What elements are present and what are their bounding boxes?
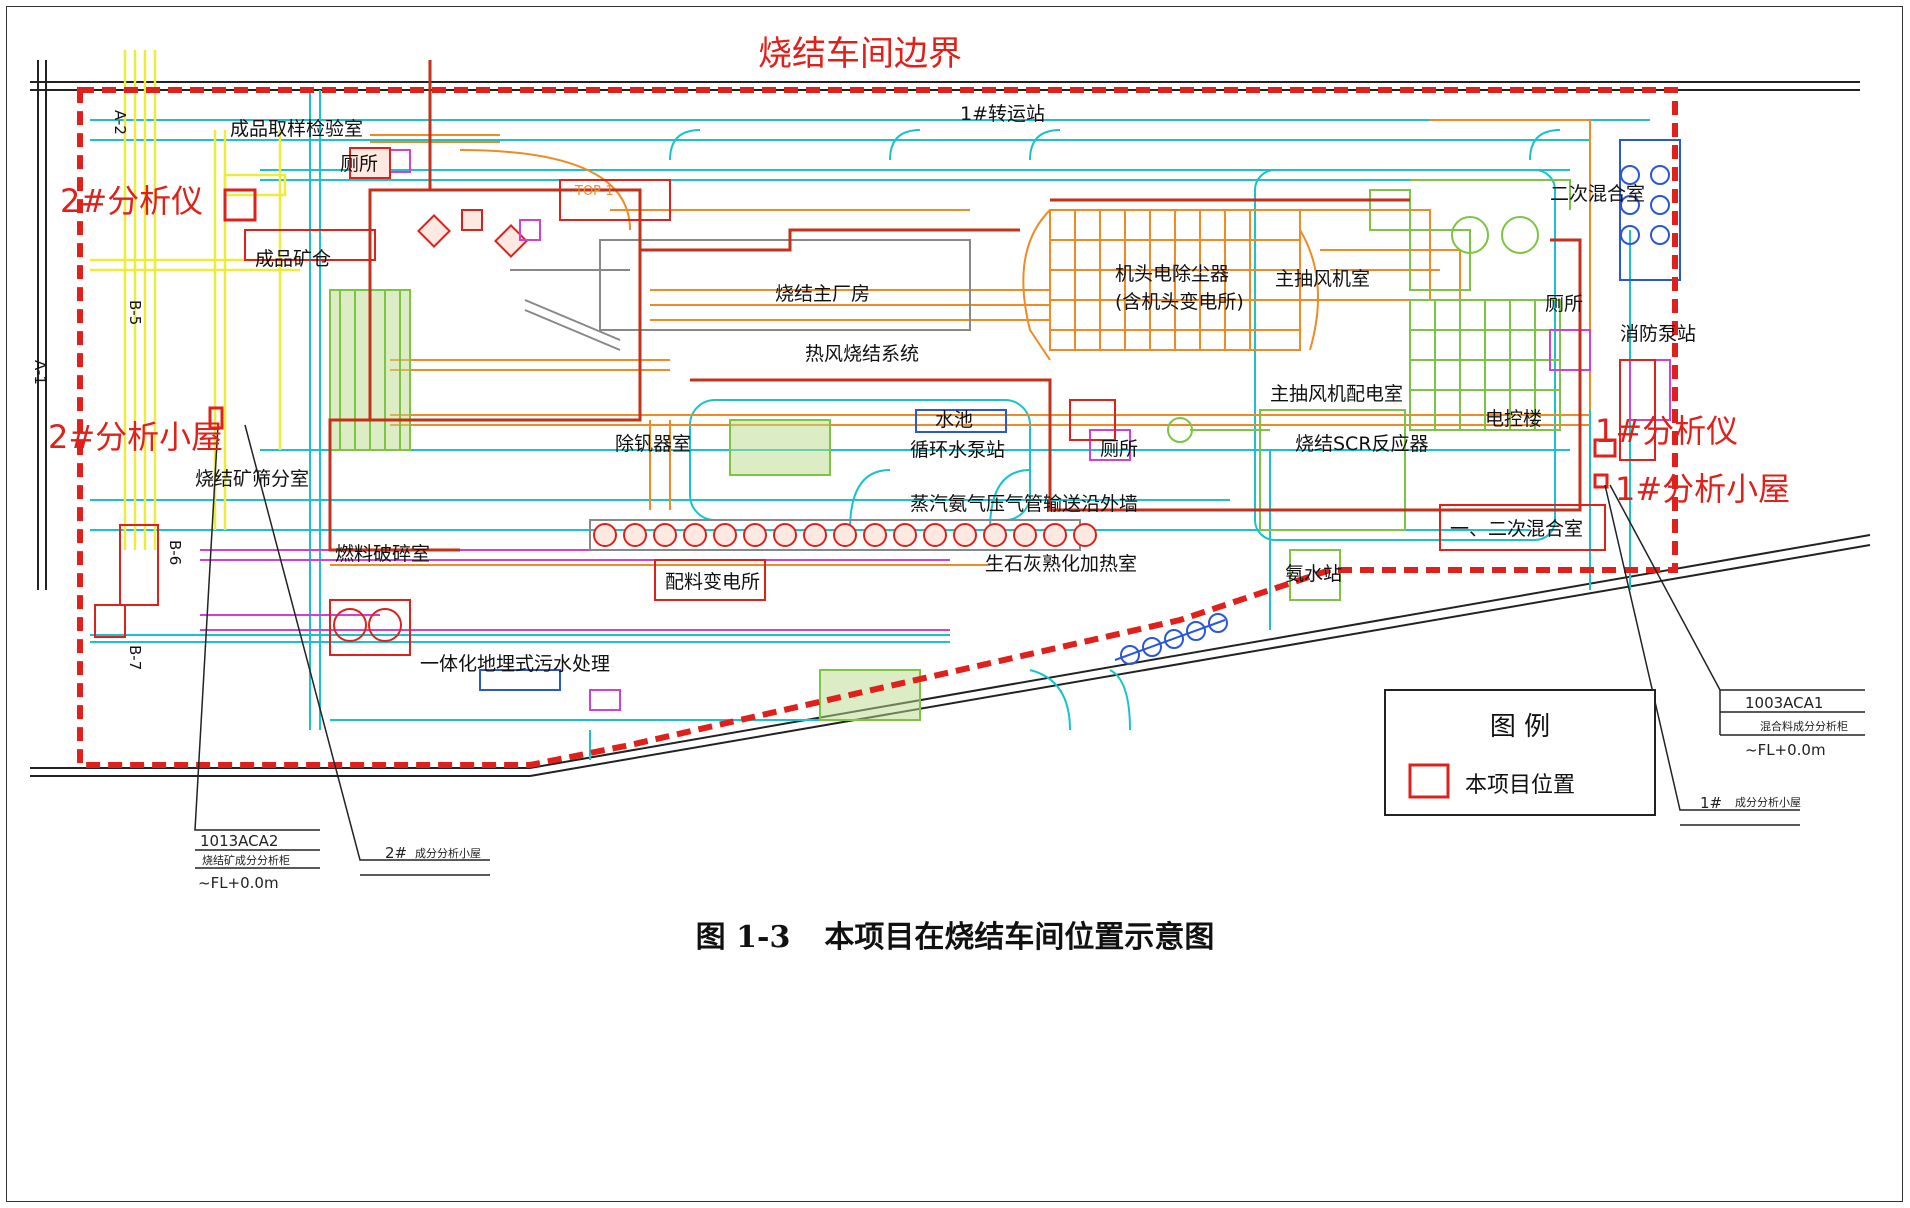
axis-label-a2: A-2	[111, 110, 129, 135]
label-esp: 机头电除尘器	[1115, 263, 1229, 285]
label-toilet-1: 厕所	[340, 153, 378, 175]
label-toilet-3: 厕所	[1100, 438, 1138, 460]
plant-layout-diagram: 图 例 本项目位置 烧结车间边界 2#分析仪 2#分析小屋 1#分析仪 1#分析…	[30, 30, 1880, 900]
esp-unit	[1022, 209, 1319, 361]
callout-hut2-desc: 成分分析小屋	[415, 846, 481, 860]
figure-caption: 图 1-3 本项目在烧结车间位置示意图	[0, 912, 1910, 956]
right-equipment	[1620, 165, 1670, 245]
label-ammonia-station: 氨水站	[1285, 563, 1342, 585]
callout-hut1-tag: 1#	[1700, 794, 1722, 812]
hut-1-label: 1#分析小屋	[1615, 470, 1790, 508]
label-fuel-crushing: 燃料破碎室	[335, 543, 430, 565]
analyzer-1-label: 1#分析仪	[1595, 412, 1738, 450]
label-hot-air-system: 热风烧结系统	[805, 343, 919, 365]
callout-aca2-tag: 1013ACA2	[200, 832, 278, 850]
label-desulfur-room: 除钒器室	[615, 433, 691, 455]
callout-labels: 1003ACA1 混合料成分分析柜 ~FL+0.0m 1# 成分分析小屋 101…	[198, 694, 1848, 892]
label-primary-secondary-mixing: 一、二次混合室	[1450, 518, 1583, 540]
label-finished-ore-bin: 成品矿仓	[255, 248, 331, 270]
blue-tanks	[479, 409, 1228, 691]
label-main-fan-power-room: 主抽风机配电室	[1270, 383, 1403, 405]
sinter-building-outline	[328, 60, 1582, 552]
label-water-pool: 水池	[935, 409, 973, 431]
label-limestone-heat: 生石灰熟化加热室	[985, 553, 1137, 575]
analyzer-markers	[208, 188, 1617, 489]
label-toilet-2: 厕所	[1545, 293, 1583, 315]
label-fire-pump: 消防泵站	[1620, 323, 1696, 345]
label-circ-pump: 循环水泵站	[910, 439, 1005, 461]
boundary-title: 烧结车间边界	[758, 34, 962, 74]
hut-2-label: 2#分析小屋	[48, 418, 223, 456]
callout-aca2-desc: 烧结矿成分分析柜	[202, 853, 290, 867]
callout-aca1-elev: ~FL+0.0m	[1745, 741, 1826, 759]
axis-label-a1: A-1	[31, 360, 49, 385]
label-sinter-main-building: 烧结主厂房	[775, 283, 870, 305]
label-sinter-screening: 烧结矿筛分室	[195, 468, 309, 490]
callout-hut1-desc: 成分分析小屋	[1735, 795, 1801, 809]
legend-swatch	[1408, 763, 1450, 799]
gray-structures	[510, 239, 1081, 551]
callout-hut2-tag: 2#	[385, 844, 407, 862]
small-buildings	[94, 229, 1656, 656]
analyzer-2-label: 2#分析仪	[60, 182, 203, 220]
legend-title: 图 例	[1490, 712, 1550, 742]
axis-labels: B-5 B-6 B-7 A-1 A-2	[31, 110, 184, 670]
callout-aca2-elev: ~FL+0.0m	[198, 874, 279, 892]
axis-label-b7: B-7	[126, 645, 144, 670]
label-top: TOP-1	[574, 184, 614, 199]
label-steam-gas-wall: 蒸汽氨气压气管输送沿外墙	[910, 493, 1138, 515]
legend-item: 本项目位置	[1465, 773, 1575, 798]
label-sampling-lab: 成品取样检验室	[230, 118, 363, 140]
site-boundary	[77, 87, 1678, 768]
callout-aca1-desc: 混合料成分分析柜	[1760, 719, 1848, 733]
label-control-building: 电控楼	[1485, 408, 1542, 430]
legend: 图 例 本项目位置	[1384, 689, 1656, 816]
leader-lines	[194, 424, 1865, 876]
label-dosing-room: 配料变电所	[665, 571, 760, 593]
caption-text: 本项目在烧结车间位置示意图	[824, 920, 1215, 955]
page-frame	[6, 6, 1903, 1202]
axis-label-b5: B-5	[126, 300, 144, 325]
building-labels: 1#转运站 成品取样检验室 厕所 成品矿仓 烧结主厂房 热风烧结系统 机头电除尘…	[195, 103, 1696, 675]
bin-row	[593, 523, 1097, 547]
label-secondary-mixing: 二次混合室	[1550, 183, 1645, 205]
callout-aca1-tag: 1003ACA1	[1745, 694, 1823, 712]
label-esp-sub: (含机头变电所)	[1115, 291, 1244, 313]
label-sewage-tank: 一体化地埋式污水处理	[420, 653, 610, 675]
label-transfer-station: 1#转运站	[960, 103, 1045, 125]
label-main-fan-room: 主抽风机室	[1275, 268, 1370, 290]
red-silos	[349, 147, 671, 258]
axis-label-b6: B-6	[166, 540, 184, 565]
caption-number: 图 1-3	[695, 920, 791, 955]
label-scr-reactor: 烧结SCR反应器	[1295, 433, 1429, 455]
